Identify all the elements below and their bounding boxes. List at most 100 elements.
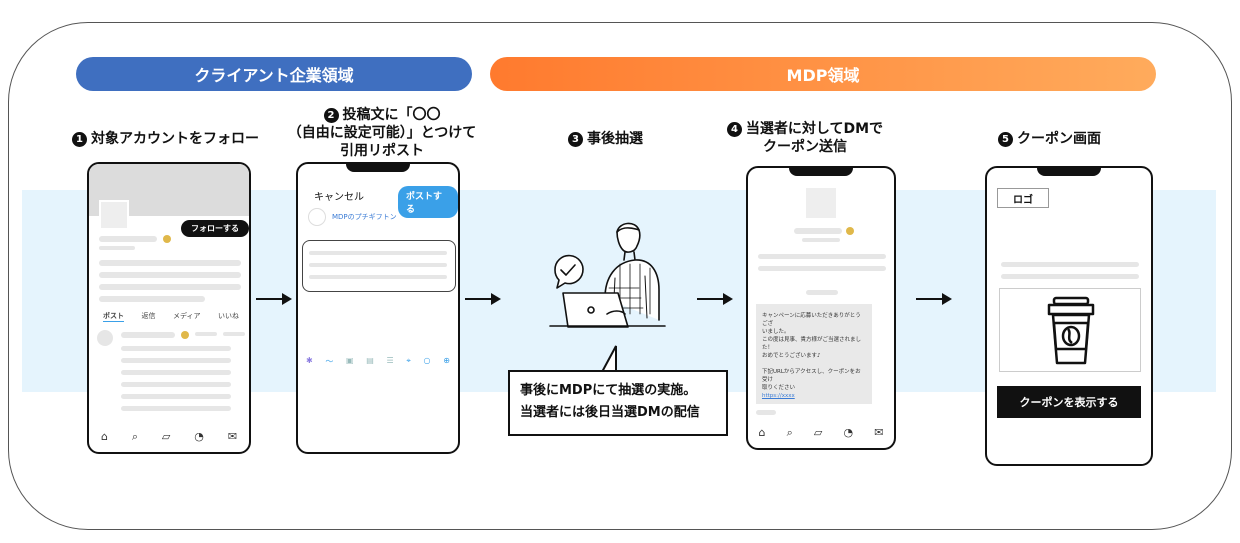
coffee-cup-icon: [1047, 296, 1095, 365]
flow-arrow: [256, 293, 292, 305]
quoted-post-card[interactable]: [302, 240, 456, 292]
lottery-callout: 事後にMDPにて抽選の実施。 当選者には後日当選DMの配信: [508, 370, 728, 436]
profile-bio-bar: [99, 260, 241, 266]
profile-tabs: ポスト 返信 メディア いいね: [103, 311, 239, 322]
dm-coupon-link[interactable]: https://xxxx: [762, 393, 795, 399]
cancel-link[interactable]: キャンセル: [314, 192, 364, 203]
post-text-bar: [121, 346, 231, 351]
ai-icon[interactable]: ✱: [306, 356, 313, 365]
dm-bio-bar: [758, 254, 886, 259]
phone-notch: [1037, 168, 1101, 176]
gif-icon[interactable]: ▤: [366, 356, 374, 365]
dm-avatar: [806, 188, 836, 218]
mail-icon[interactable]: ✉: [227, 430, 238, 443]
verified-badge-icon: [163, 235, 171, 243]
dm-bio-bar: [758, 266, 886, 271]
callout-line-2: 当選者には後日当選DMの配信: [520, 405, 700, 420]
profile-handle-bar: [99, 246, 135, 250]
client-area-label: クライアント企業領域: [194, 66, 354, 85]
quoted-text-bar: [309, 275, 447, 279]
follow-button[interactable]: フォローする: [181, 220, 249, 237]
step-2-text-line-2: （自由に設定可能）」とつけて: [287, 125, 477, 141]
dm-handle-bar: [802, 238, 840, 242]
step-2-number: 2: [323, 108, 339, 123]
step-4-number: 4: [726, 122, 742, 137]
post-text-bar: [121, 382, 231, 387]
profile-avatar: [99, 200, 129, 230]
bell-icon[interactable]: ◔: [194, 430, 204, 443]
step-4-text-line-1: 当選者に対してDMで: [745, 121, 884, 137]
tab-posts[interactable]: ポスト: [103, 312, 124, 322]
dm-line: 取りください: [762, 385, 796, 391]
step-3-label: 3 事後抽選: [568, 130, 643, 148]
bottom-nav: ⌂ ⌕ ▱ ◔ ✉: [89, 430, 249, 444]
profile-bio-bar: [99, 284, 241, 290]
profile-bio-bar: [99, 272, 241, 278]
phone-quote-repost: キャンセル ポストする MDPのプチギフトン ✱ 〜 ▣ ▤ ☰ ⌖ ○ ⊕: [296, 162, 460, 454]
image-icon[interactable]: ▣: [346, 356, 354, 365]
phone-coupon: ロゴ クーポンを表示する: [985, 166, 1153, 466]
tab-replies[interactable]: 返信: [141, 312, 156, 320]
search-icon[interactable]: ⌕: [786, 426, 793, 439]
dm-spacer: [762, 360, 866, 368]
coupon-text-bar: [1001, 274, 1139, 279]
composer-toolbar: ✱ 〜 ▣ ▤ ☰ ⌖ ○ ⊕: [306, 356, 450, 367]
audio-icon[interactable]: 〜: [325, 357, 334, 366]
add-icon[interactable]: ⊕: [443, 356, 450, 365]
search-icon[interactable]: ⌕: [131, 430, 139, 443]
step-2-text-line-3: 引用リポスト: [340, 143, 424, 159]
step-5-number: 5: [998, 132, 1013, 147]
post-button[interactable]: ポストする: [398, 186, 458, 218]
flow-arrow: [697, 293, 733, 305]
mail-icon[interactable]: ✉: [874, 426, 884, 439]
step-5-text: クーポン画面: [1017, 131, 1101, 147]
compose-icon[interactable]: ▱: [813, 426, 823, 439]
home-icon[interactable]: ⌂: [758, 426, 766, 439]
step-1-number: 1: [72, 132, 87, 147]
flow-arrow: [465, 293, 501, 305]
mdp-area-header: MDP領域: [490, 57, 1156, 91]
callout-line-1: 事後にMDPにて抽選の実施。: [520, 383, 697, 398]
quoted-text-bar: [309, 263, 447, 267]
dm-name-bar: [794, 228, 842, 234]
home-icon[interactable]: ⌂: [100, 430, 108, 443]
post-meta-bar: [223, 332, 245, 336]
tab-media[interactable]: メディア: [172, 312, 201, 320]
list-icon[interactable]: ☰: [386, 356, 394, 365]
post-text-bar: [121, 394, 231, 399]
progress-icon: ○: [423, 356, 431, 365]
dm-time-bar: [756, 410, 776, 415]
step-5-label: 5 クーポン画面: [998, 130, 1101, 148]
phone-notch: [789, 168, 853, 176]
post-name-bar: [121, 332, 175, 338]
step-3-text: 事後抽選: [587, 131, 643, 147]
mdp-area-label: MDP領域: [786, 66, 860, 85]
coupon-image: [999, 288, 1141, 372]
post-text-bar: [121, 370, 231, 375]
dm-line: この度は見事、貴方様がご当選されました！: [762, 337, 862, 351]
coupon-text-bar: [1001, 262, 1139, 267]
dm-message: キャンペーンに応募いただきありがとうござ いました。 この度は見事、貴方様がご当…: [756, 304, 872, 404]
verified-badge-icon: [181, 331, 189, 339]
bell-icon[interactable]: ◔: [843, 426, 854, 439]
bottom-nav: ⌂ ⌕ ▱ ◔ ✉: [748, 426, 894, 440]
brand-logo: ロゴ: [997, 188, 1049, 208]
step-3-number: 3: [568, 132, 583, 147]
composer-avatar: [308, 208, 326, 226]
show-coupon-button[interactable]: クーポンを表示する: [997, 386, 1141, 418]
dm-line: 下記URLからアクセスし、クーポンをお受け: [762, 369, 861, 383]
verified-badge-icon: [846, 227, 854, 235]
tab-likes[interactable]: いいね: [217, 312, 239, 320]
compose-icon[interactable]: ▱: [161, 430, 171, 443]
location-icon[interactable]: ⌖: [406, 356, 411, 365]
post-avatar: [97, 330, 113, 346]
client-area-header: クライアント企業領域: [76, 57, 472, 91]
dm-line: いました。: [762, 329, 790, 335]
flow-arrow: [916, 293, 952, 305]
dm-line: おめでとうございます♪: [762, 353, 821, 359]
post-meta-bar: [195, 332, 217, 336]
phone-dm: キャンペーンに応募いただきありがとうござ いました。 この度は見事、貴方様がご当…: [746, 166, 896, 450]
